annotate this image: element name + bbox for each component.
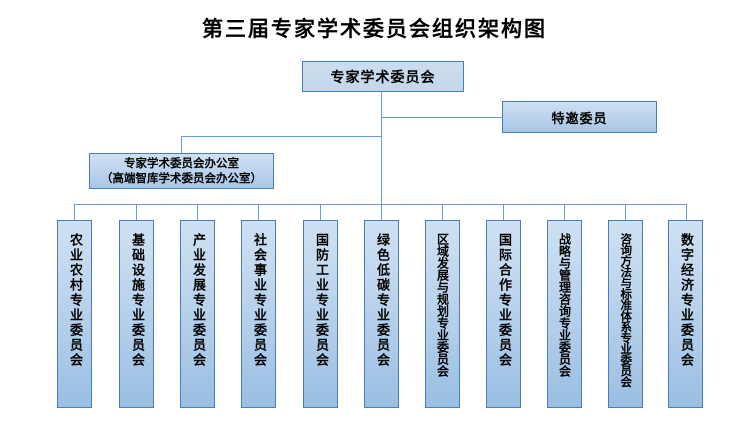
page-title: 第三届专家学术委员会组织架构图	[202, 17, 547, 41]
committee-label-3: 产业发展专业委员会	[190, 233, 205, 368]
committee-box-8[interactable]: 国际合作专业委员会	[486, 220, 521, 408]
committee-box-1[interactable]: 农业农村专业委员会	[57, 220, 92, 408]
node-committee-office[interactable]: 专家学术委员会办公室 （高端智库学术委员会办公室）	[89, 153, 274, 189]
connector-invited-branch	[381, 117, 503, 118]
connector-drop-1	[74, 204, 75, 220]
committee-box-5[interactable]: 国防工业专业委员会	[303, 220, 338, 408]
committee-label-6: 绿色低碳专业委员会	[374, 233, 389, 368]
committee-label-8: 国际合作专业委员会	[496, 233, 511, 368]
committee-box-10[interactable]: 咨询方法与标准体系专业委员会	[608, 220, 643, 408]
connector-drop-10	[625, 204, 626, 220]
node-root[interactable]: 专家学术委员会	[302, 61, 464, 92]
committee-label-10: 咨询方法与标准体系专业委员会	[619, 233, 634, 387]
committee-label-2: 基础设施专业委员会	[129, 233, 144, 368]
node-committee-office-line2: （高端智库学术委员会办公室）	[101, 171, 262, 185]
committee-box-4[interactable]: 社会事业专业委员会	[241, 220, 276, 408]
connector-distribution-bar	[74, 204, 686, 205]
node-invited-members-label: 特邀委员	[551, 111, 608, 127]
committee-box-3[interactable]: 产业发展专业委员会	[180, 220, 215, 408]
connector-drop-4	[258, 204, 259, 220]
connector-office-drop	[181, 136, 182, 154]
node-root-label: 专家学术委员会	[330, 69, 436, 86]
committee-label-7: 区域发展与规划专业委员会	[435, 233, 450, 377]
connector-drop-11	[686, 204, 687, 220]
committee-box-7[interactable]: 区域发展与规划专业委员会	[425, 220, 460, 408]
connector-drop-5	[320, 204, 321, 220]
committee-box-11[interactable]: 数字经济专业委员会	[668, 220, 703, 408]
committee-label-9: 战略与管理咨询专业委员会	[557, 233, 572, 377]
connector-drop-9	[564, 204, 565, 220]
committee-box-6[interactable]: 绿色低碳专业委员会	[364, 220, 399, 408]
node-committee-office-line1: 专家学术委员会办公室	[124, 156, 239, 170]
committee-label-5: 国防工业专业委员会	[313, 233, 328, 368]
committee-label-4: 社会事业专业委员会	[251, 233, 266, 368]
connector-drop-2	[136, 204, 137, 220]
connector-drop-3	[197, 204, 198, 220]
committee-box-2[interactable]: 基础设施专业委员会	[119, 220, 154, 408]
committee-label-11: 数字经济专业委员会	[678, 233, 693, 368]
committee-label-1: 农业农村专业委员会	[67, 233, 82, 368]
connector-office-branch	[181, 136, 382, 137]
committee-box-9[interactable]: 战略与管理咨询专业委员会	[547, 220, 582, 408]
connector-drop-7	[442, 204, 443, 220]
connector-root-trunk	[381, 92, 382, 205]
connector-drop-6	[381, 204, 382, 220]
connector-drop-8	[503, 204, 504, 220]
node-invited-members[interactable]: 特邀委员	[502, 101, 657, 133]
